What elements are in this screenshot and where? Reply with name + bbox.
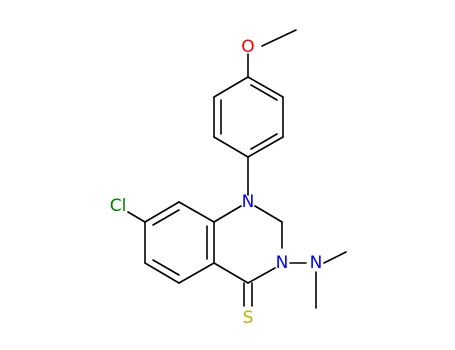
bond-ring-b-6 xyxy=(178,201,215,223)
bond-n3-c4 xyxy=(247,267,276,284)
bonds xyxy=(127,29,347,309)
bond-n1-c8a xyxy=(213,205,242,223)
bond-ring-b-double-2 xyxy=(152,259,180,276)
bond-namine-methyl-upper xyxy=(323,251,347,264)
bond-ring-b-5 xyxy=(144,201,180,223)
bond-ring-a-6 xyxy=(213,76,249,98)
sulfur-label: S xyxy=(243,308,254,328)
nitrogen-amine-label: N xyxy=(310,253,323,273)
bond-ring-b-double-3 xyxy=(152,209,180,226)
atom-labels: O Cl N N N S xyxy=(110,37,323,328)
bond-ring-b-2 xyxy=(178,262,215,284)
bond-cl xyxy=(127,211,146,223)
bond-n1-ch2 xyxy=(254,205,283,223)
nitrogen-3-label: N xyxy=(276,253,289,273)
oxygen-label: O xyxy=(241,37,254,57)
bond-ring-b-3 xyxy=(144,262,180,284)
bond-methyl-oxygen xyxy=(261,29,297,47)
nitrogen-1-label: N xyxy=(242,192,255,212)
chlorine-label: Cl xyxy=(110,196,127,216)
bond-c4-c4a xyxy=(213,262,249,284)
bond-ring-a-1 xyxy=(247,76,284,98)
bond-ring-a-3 xyxy=(247,136,284,158)
bond-ring-a-double-2 xyxy=(250,133,278,150)
bond-ring-a-4 xyxy=(213,136,249,158)
bond-ring-a-double-1 xyxy=(250,84,278,101)
